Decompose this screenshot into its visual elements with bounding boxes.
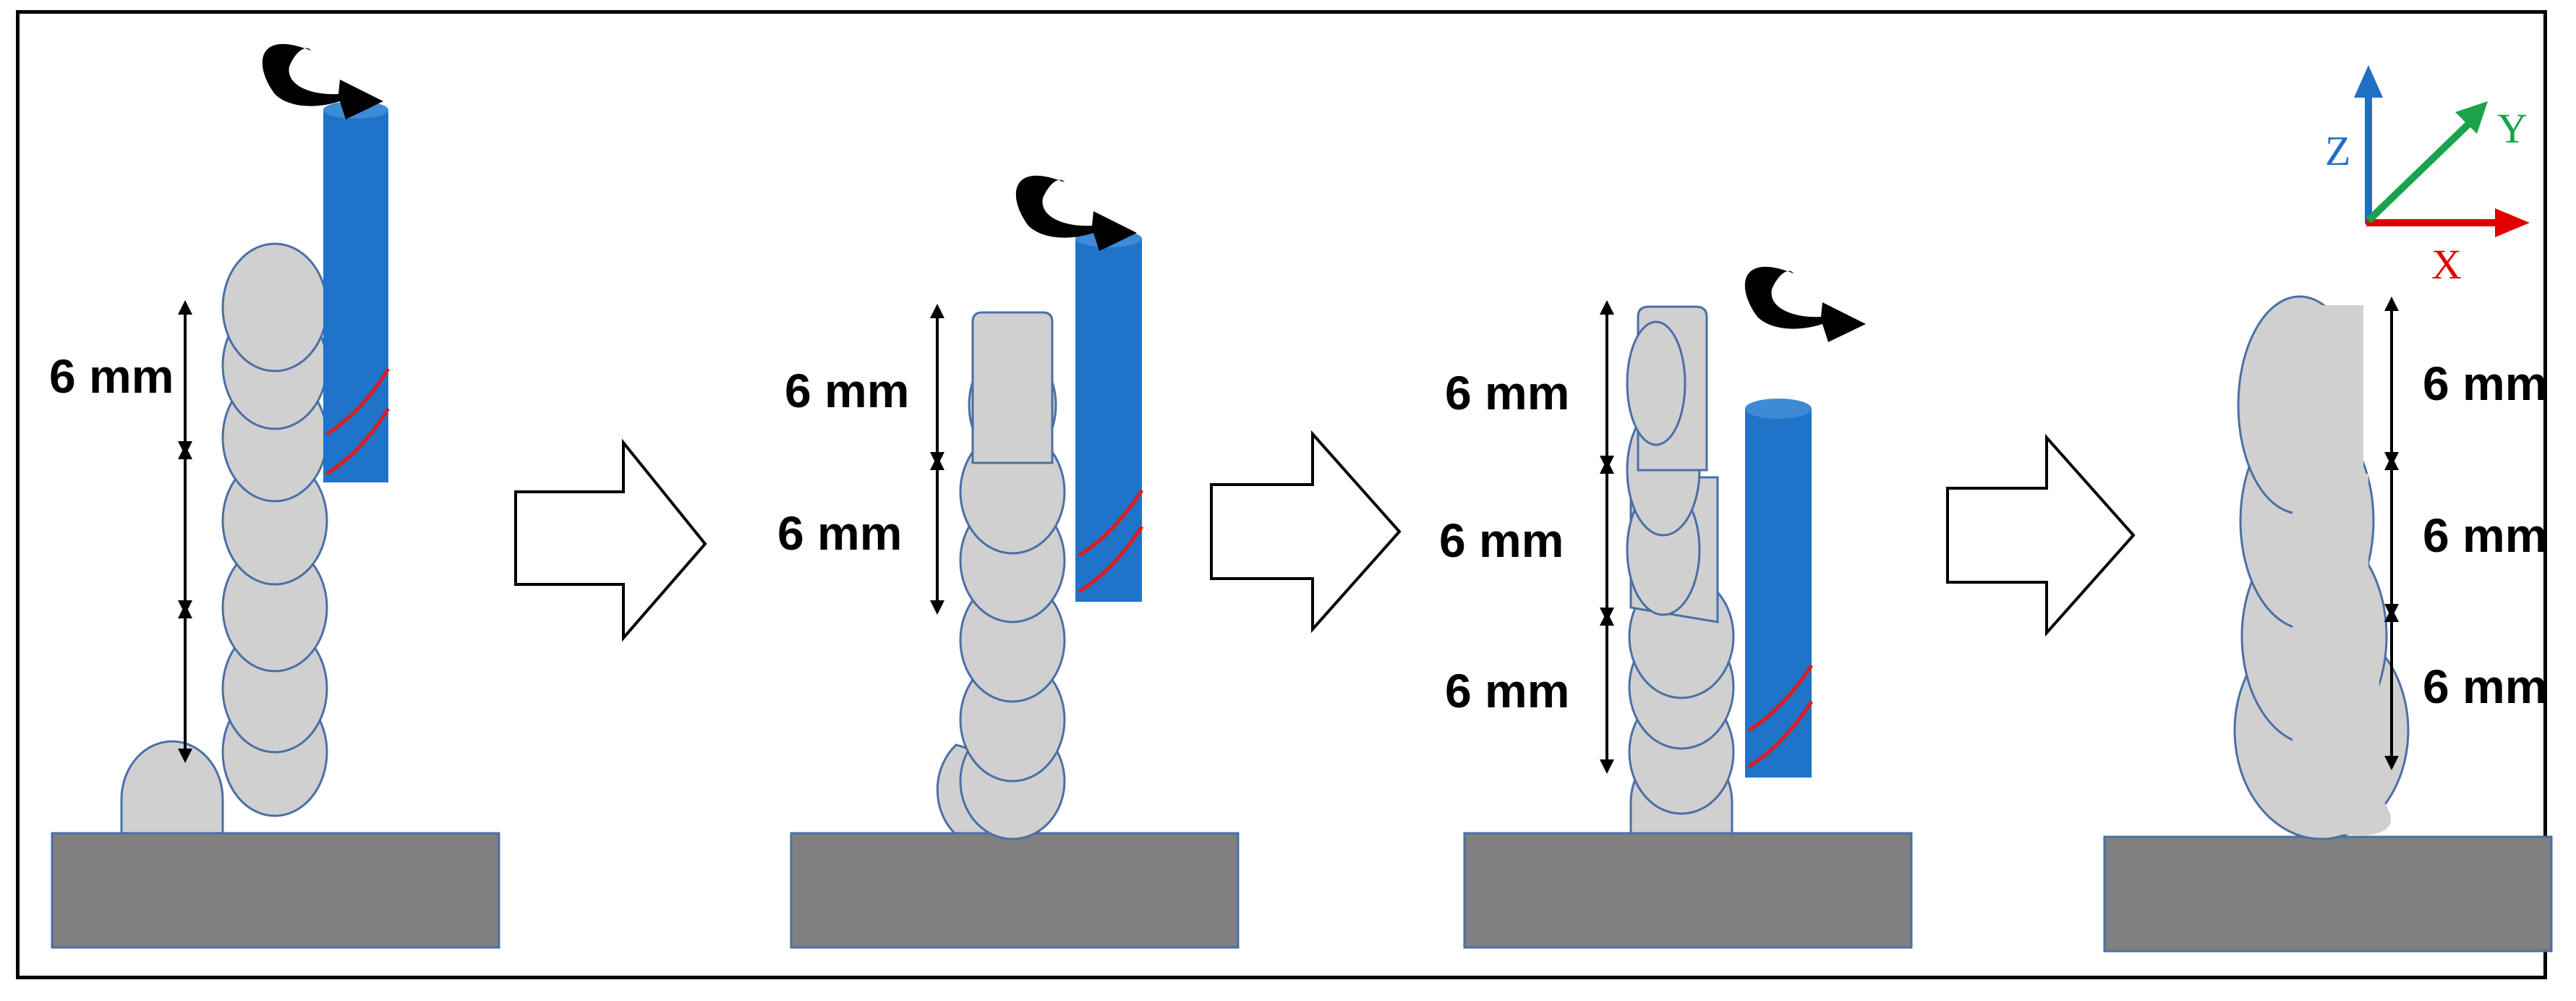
substrate-1: [51, 832, 500, 949]
deposited-wall-2: [936, 311, 1066, 840]
dimension-label: 6 mm: [785, 364, 909, 417]
x-axis-label: X: [2431, 241, 2462, 288]
finished-wall: [2233, 295, 2410, 840]
substrate-2: [790, 832, 1240, 949]
milling-tool-2: [1075, 230, 1144, 602]
y-axis-label: Y: [2497, 105, 2528, 152]
rotation-arrow-icon: [1744, 266, 1866, 342]
deposited-wall-3: [1626, 305, 1735, 835]
rotation-arrow-icon: [262, 43, 383, 120]
y-axis: [2366, 120, 2473, 223]
dimension-label: 6 mm: [1439, 514, 1564, 567]
dimension-label: 6 mm: [2423, 357, 2547, 410]
z-axis-arrowhead: [2354, 65, 2383, 98]
process-arrow-3: [1946, 433, 2136, 637]
stage-4: 6 mm 6 mm 6 mm: [2103, 295, 2553, 953]
substrate-4: [2103, 835, 2553, 953]
stage-1: 6 mm: [49, 43, 500, 949]
stage-2: 6 mm 6 mm: [777, 175, 1240, 949]
deposited-wall-1: [120, 242, 328, 835]
dimension-label: 6 mm: [2423, 508, 2547, 562]
milling-tool-3: [1745, 399, 1814, 778]
x-axis-arrowhead: [2495, 208, 2530, 237]
process-arrow-2: [1210, 430, 1402, 634]
y-axis-arrowhead: [2455, 101, 2488, 134]
z-axis-label: Z: [2325, 127, 2350, 174]
rotation-arrow-icon: [1015, 175, 1137, 251]
coordinate-axes: Z Y X: [2325, 65, 2530, 288]
dimension-label: 6 mm: [49, 349, 174, 403]
dimension-label: 6 mm: [1445, 366, 1569, 419]
milling-tool-1: [323, 101, 391, 482]
process-arrow-1: [514, 438, 707, 642]
dimension-label: 6 mm: [777, 506, 902, 560]
substrate-3: [1463, 832, 1913, 949]
dimension-label: 6 mm: [2423, 660, 2547, 713]
dimension-label: 6 mm: [1445, 664, 1569, 717]
stage-3: 6 mm 6 mm 6 mm: [1439, 266, 1913, 949]
